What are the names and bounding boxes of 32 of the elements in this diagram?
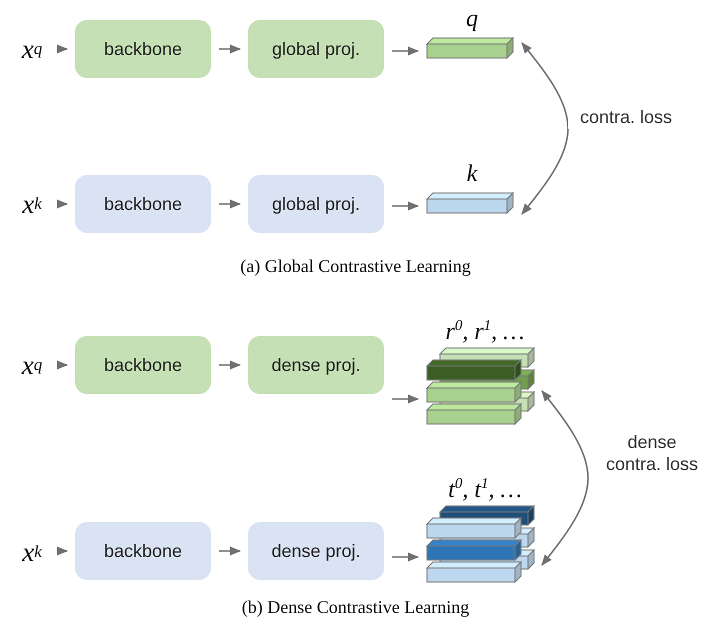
input-variable: x$^{q}$ <box>10 344 54 386</box>
feature-label: t$^{0}$, t$^{1}$, … <box>447 476 523 504</box>
arrow <box>392 394 420 404</box>
module-box: dense proj. <box>248 336 384 394</box>
arrow <box>219 360 242 370</box>
input-variable: x$^{q}$ <box>10 28 54 70</box>
input-variable: x$^{k}$ <box>10 531 54 573</box>
feature-label: k <box>466 161 479 188</box>
module-box: dense proj. <box>248 522 384 580</box>
module-box: backbone <box>75 336 211 394</box>
module-box: global proj. <box>248 20 384 78</box>
arrow <box>392 552 420 562</box>
module-box: backbone <box>75 175 211 233</box>
feature-label: q <box>465 6 479 33</box>
feature-label: r$^{0}$, r$^{1}$, … <box>444 318 526 346</box>
arrow <box>392 46 420 56</box>
arrow <box>56 44 68 54</box>
arrow <box>219 546 242 556</box>
caption: (b) Dense Contrastive Learning <box>240 597 470 618</box>
arrow <box>219 200 242 208</box>
curved-arrow <box>541 390 589 566</box>
module-box: global proj. <box>248 175 384 233</box>
caption: (a) Global Contrastive Learning <box>239 256 472 277</box>
curved-arrow <box>521 42 569 215</box>
input-variable: x$^{k}$ <box>10 183 54 225</box>
module-box: backbone <box>75 522 211 580</box>
arrow <box>56 546 68 556</box>
arrow <box>219 44 242 54</box>
arrow <box>56 200 68 208</box>
module-box: backbone <box>75 20 211 78</box>
arrow <box>56 360 68 370</box>
arrow <box>392 202 420 210</box>
